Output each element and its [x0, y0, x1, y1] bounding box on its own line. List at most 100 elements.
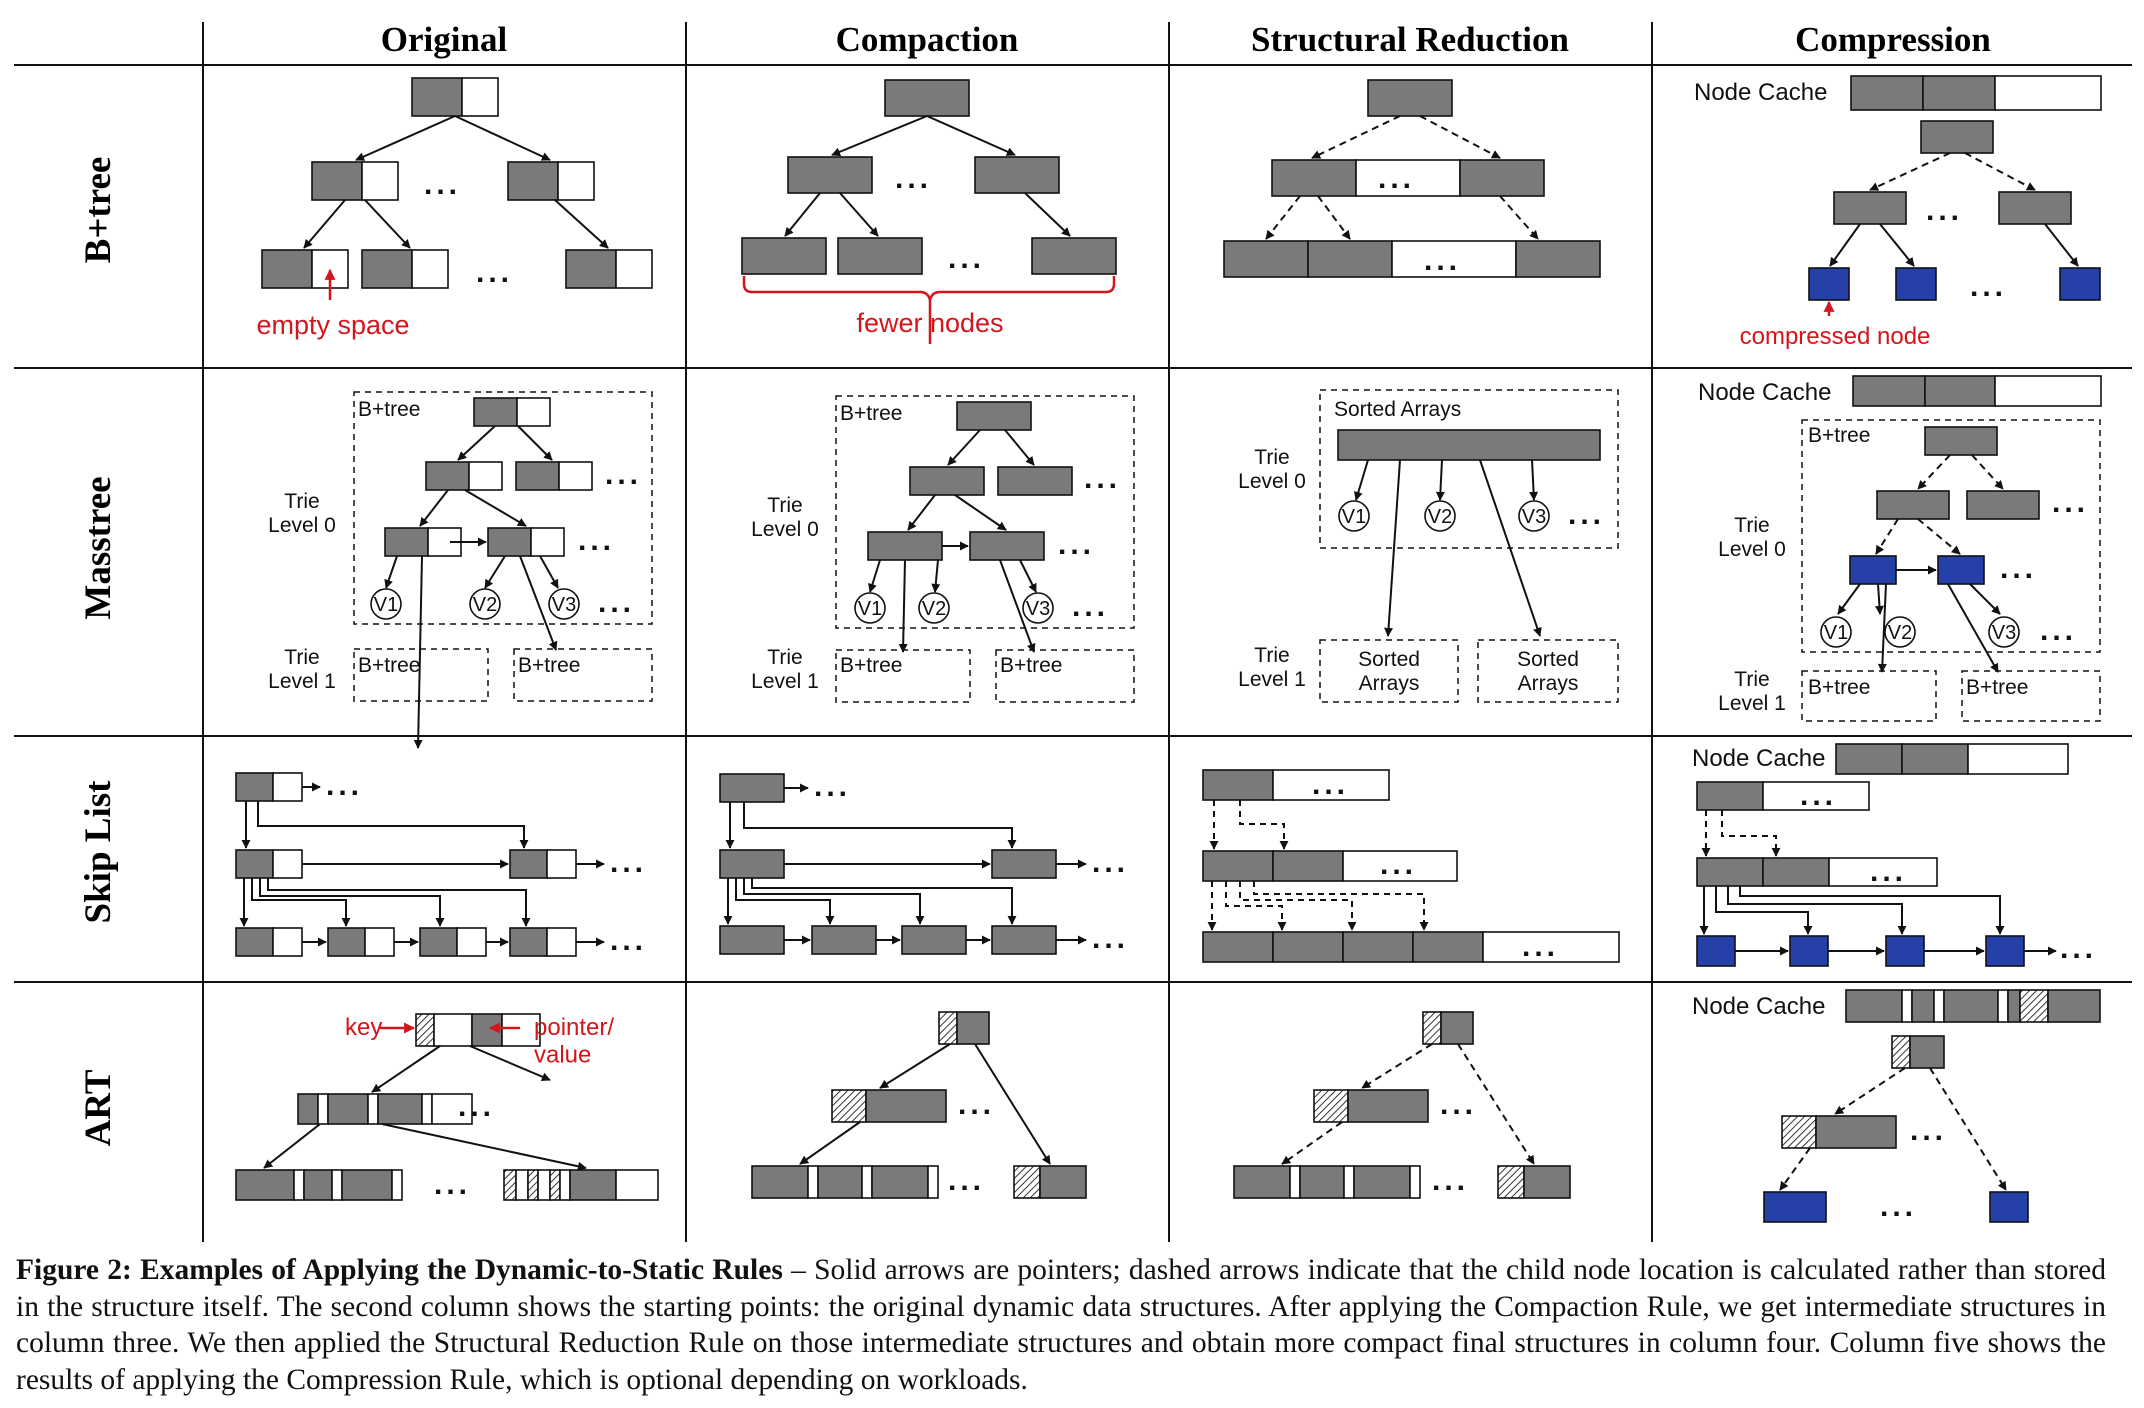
- pointer-value-label: pointer/value: [534, 1014, 614, 1069]
- pointer-arrow: [1969, 583, 2001, 615]
- node-segment: [557, 161, 595, 201]
- pointer-arrow: [743, 802, 1017, 849]
- node-segment: [1933, 989, 1945, 1023]
- value-circle: V2: [918, 592, 950, 624]
- value-label: V3: [1026, 598, 1050, 620]
- tree-node: [997, 466, 1073, 496]
- trie-level1-box: [353, 648, 489, 702]
- pointer-arrow: [1253, 881, 1429, 931]
- ellipsis: ...: [1058, 528, 1095, 561]
- art-leaf-node: [235, 1169, 403, 1201]
- trie-level0-box: [835, 395, 1135, 629]
- node-segment: [391, 1169, 403, 1201]
- label-line: Trie: [284, 646, 319, 669]
- tree-node: [1367, 79, 1453, 117]
- node-segment: [1909, 1035, 1945, 1069]
- pointer-arrow: [484, 555, 506, 589]
- node-segment: [515, 1169, 529, 1201]
- node-segment: [1272, 850, 1344, 882]
- node-segment: [1696, 857, 1764, 887]
- pointer-arrow: [371, 1045, 441, 1093]
- label-line: Level 1: [268, 670, 336, 693]
- node-segment: [235, 849, 274, 879]
- node-segment: [1924, 375, 1996, 407]
- pointer-arrow: [2044, 223, 2079, 267]
- ellipsis: ...: [1378, 162, 1415, 195]
- computed-arrow: [1265, 195, 1301, 240]
- node-segment: [507, 161, 559, 201]
- pointer-arrow: [1239, 881, 1357, 931]
- ellipsis: ...: [895, 162, 932, 195]
- node-segment: [327, 927, 366, 957]
- pointer-arrow: [263, 1123, 321, 1169]
- pointer-arrow: [1947, 583, 1999, 673]
- pointer-arrow: [879, 1043, 951, 1089]
- node-segment: [1353, 1165, 1411, 1199]
- node-segment: [487, 527, 532, 557]
- compressed-node: [1696, 935, 1736, 967]
- node-cache: [1835, 743, 2069, 775]
- value-circle-shape: [1338, 500, 1370, 532]
- compressed-node-label: compressed node: [1740, 323, 1931, 350]
- node-segment: [1997, 989, 2009, 1023]
- value-circle-shape: [1988, 616, 2020, 648]
- tree-node: [473, 397, 551, 427]
- node-segment: [2047, 989, 2101, 1023]
- node-segment: [341, 1169, 393, 1201]
- art-root-node: [1891, 1035, 1945, 1069]
- node-segment: [1299, 1165, 1345, 1199]
- computed-arrow: [1499, 195, 1539, 240]
- node-segment: [364, 927, 395, 957]
- node-segment: [1850, 75, 1924, 111]
- ellipsis: ...: [1910, 1114, 1947, 1147]
- diagram-cells: ......empty space......fewer nodes......…: [235, 75, 2102, 1223]
- pointer-arrow: [1019, 559, 1037, 593]
- node-segment: [1343, 1165, 1355, 1199]
- node-segment: [1696, 781, 1764, 811]
- node-segment: [569, 1169, 617, 1201]
- table-grid: [14, 22, 2132, 1242]
- node-segment: [546, 927, 577, 957]
- node-segment: [527, 1169, 539, 1201]
- compressed-node: [2059, 267, 2101, 301]
- art-root-node: [1422, 1011, 1474, 1045]
- ellipsis: ...: [1522, 930, 1559, 963]
- fewer-nodes-label: fewer nodes: [856, 308, 1003, 338]
- trie-level0-box: [1801, 419, 2101, 653]
- pointer-arrow: [1837, 583, 1861, 615]
- pointer-arrow: [735, 878, 835, 925]
- node-segment: [1901, 743, 1969, 775]
- node-segment: [261, 249, 313, 289]
- skip-node: [901, 925, 967, 955]
- node-segment: [473, 397, 518, 427]
- label-line: Level 0: [751, 518, 819, 541]
- level-array: [1202, 850, 1458, 882]
- node-segment: [272, 927, 303, 957]
- pointer-arrow: [926, 115, 1016, 156]
- node-segment: [1994, 75, 2102, 111]
- pointer-arrow: [384, 555, 398, 589]
- tree-node: [1031, 237, 1117, 275]
- compressed-node: [1885, 935, 1925, 967]
- art-inner-node: [831, 1089, 947, 1123]
- tree-node: [1998, 191, 2072, 225]
- level-array: [1696, 857, 1938, 887]
- trie-level1-box: [995, 649, 1135, 703]
- label-line: Sorted: [1358, 648, 1420, 671]
- label-line: Level 1: [1238, 668, 1306, 691]
- ellipsis: ...: [1568, 498, 1605, 531]
- level-array: [1202, 931, 1620, 963]
- node-segment: [471, 1013, 503, 1047]
- node-segment: [1013, 1165, 1041, 1199]
- node-segment: [272, 849, 303, 879]
- node-segment: [1967, 743, 2069, 775]
- art-leaf-node: [1497, 1165, 1571, 1199]
- computed-arrow: [1361, 1043, 1433, 1089]
- cell-bplustree-compression: Node Cache......compressed node: [1694, 75, 2102, 350]
- ellipsis: ...: [1092, 846, 1129, 879]
- node-segment: [559, 1169, 571, 1201]
- computed-arrow: [1917, 454, 1951, 490]
